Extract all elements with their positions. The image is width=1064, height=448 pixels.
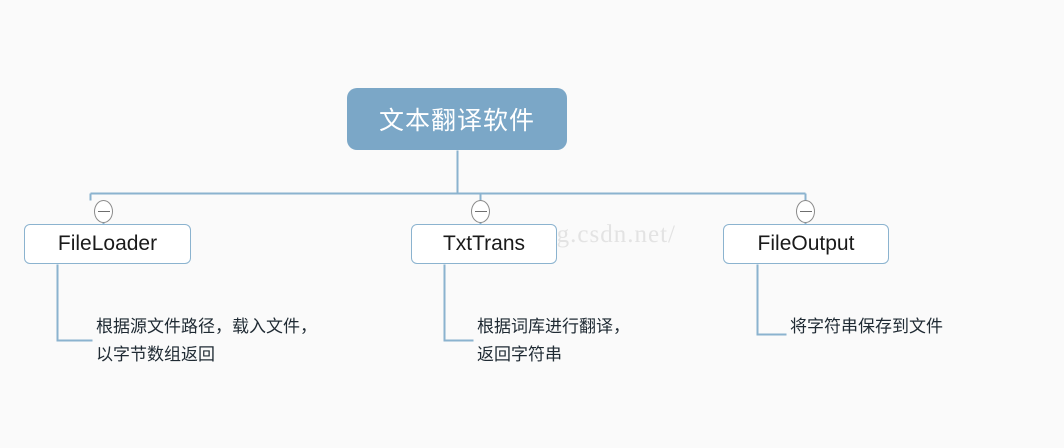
edge-note-0 bbox=[56, 264, 93, 342]
note-txttrans: 根据词库进行翻译， 返回字符串 bbox=[477, 313, 630, 369]
minus-circle-icon-fileloader[interactable] bbox=[94, 200, 113, 223]
toggle-minus-bar-2 bbox=[799, 210, 812, 212]
node-fileloader[interactable]: FileLoader bbox=[24, 224, 191, 264]
edge-note-2 bbox=[756, 264, 787, 336]
root-node[interactable]: 文本翻译软件 bbox=[347, 88, 567, 150]
note-fileoutput: 将字符串保存到文件 bbox=[790, 313, 943, 341]
node-txttrans[interactable]: TxtTrans bbox=[411, 224, 557, 264]
note-fileloader: 根据源文件路径，载入文件， 以字节数组返回 bbox=[96, 313, 317, 369]
toggle-minus-bar-1 bbox=[474, 210, 487, 212]
note-line: 将字符串保存到文件 bbox=[790, 317, 943, 336]
note-line: 根据词库进行翻译， bbox=[477, 317, 630, 336]
minus-circle-icon-txttrans[interactable] bbox=[471, 200, 490, 223]
node-label-txttrans: TxtTrans bbox=[442, 232, 526, 255]
edge-note-1 bbox=[443, 264, 474, 342]
node-label-fileloader: FileLoader bbox=[57, 232, 158, 255]
toggle-minus-bar-0 bbox=[97, 210, 110, 212]
node-fileoutput[interactable]: FileOutput bbox=[723, 224, 889, 264]
note-line: 返回字符串 bbox=[477, 345, 562, 364]
note-line: 以字节数组返回 bbox=[96, 345, 215, 364]
note-line: 根据源文件路径，载入文件， bbox=[96, 317, 317, 336]
root-node-label: 文本翻译软件 bbox=[378, 107, 535, 135]
minus-circle-icon-fileoutput[interactable] bbox=[796, 200, 815, 223]
node-label-fileoutput: FileOutput bbox=[757, 232, 855, 255]
